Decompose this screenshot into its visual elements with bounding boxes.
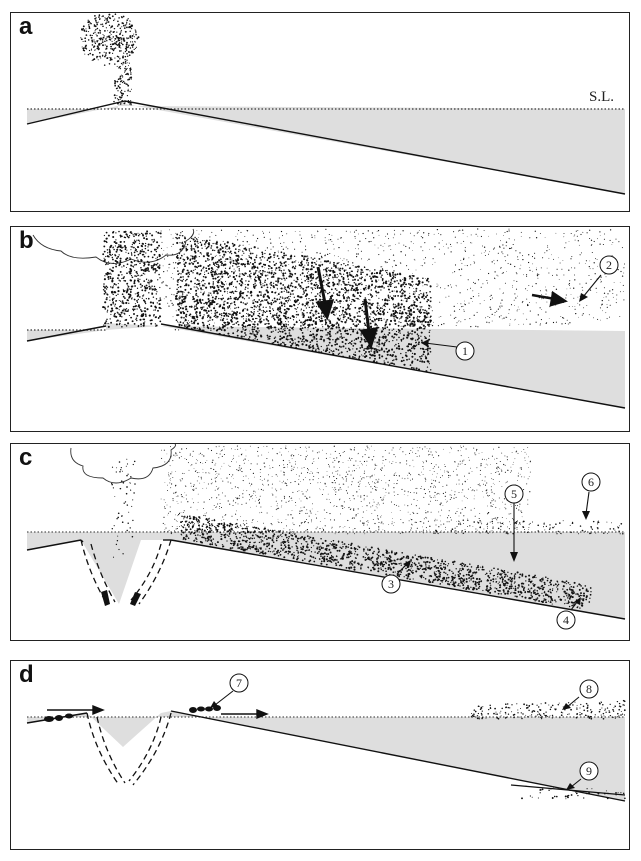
eruption-plume bbox=[80, 13, 139, 105]
callout-8: 8 bbox=[562, 680, 598, 710]
callout-8-number: 8 bbox=[586, 682, 592, 696]
ash-cloud bbox=[161, 228, 625, 331]
callout-5-number: 5 bbox=[511, 487, 517, 501]
panel-d-diagram: 7 8 9 bbox=[11, 661, 631, 851]
callout-6-number: 6 bbox=[588, 475, 594, 489]
callout-7: 7 bbox=[210, 674, 248, 708]
sea-area bbox=[27, 323, 625, 408]
sea-area bbox=[27, 102, 625, 194]
cloud-outline bbox=[33, 229, 194, 264]
lateral-arrow bbox=[532, 293, 565, 305]
ash-cloud bbox=[161, 446, 531, 535]
callout-2: 2 bbox=[579, 256, 618, 302]
panel-c-diagram: 3 4 5 6 bbox=[11, 444, 631, 642]
panel-b-diagram: 1 2 bbox=[11, 227, 631, 433]
sea-level-label: S.L. bbox=[589, 89, 614, 105]
callout-7-number: 7 bbox=[236, 676, 242, 690]
cloud-outline bbox=[71, 444, 176, 483]
eruption-column bbox=[102, 230, 162, 328]
callout-6: 6 bbox=[582, 473, 600, 520]
panel-a-diagram: S.L. bbox=[11, 13, 631, 213]
callout-1-number: 1 bbox=[462, 344, 468, 358]
callout-2-number: 2 bbox=[606, 258, 612, 272]
callout-4-number: 4 bbox=[563, 613, 569, 627]
callout-9-number: 9 bbox=[586, 764, 592, 778]
panel-a: a S.L. bbox=[10, 12, 630, 212]
panel-b: b 1 2 bbox=[10, 226, 630, 432]
panel-d: d 7 bbox=[10, 660, 630, 850]
panel-c: c 3 bbox=[10, 443, 630, 641]
callout-3-number: 3 bbox=[388, 577, 394, 591]
